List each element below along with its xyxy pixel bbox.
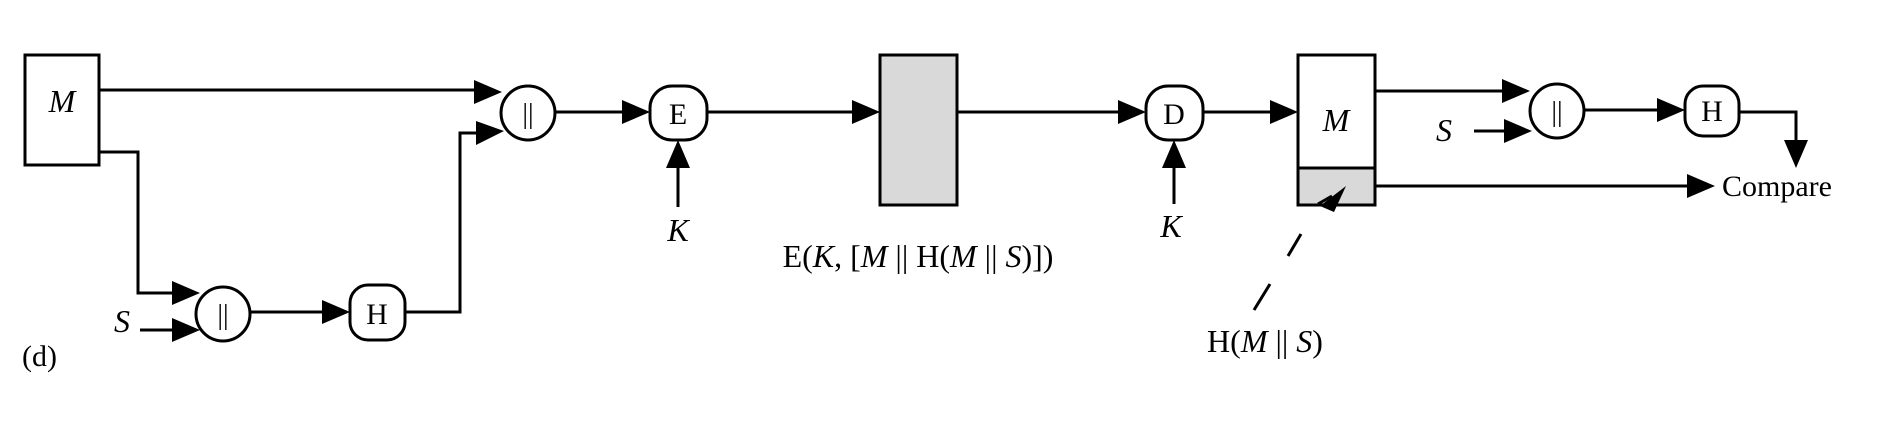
receiver-hash-label: H	[1701, 95, 1723, 128]
compare-label: Compare	[1722, 170, 1832, 203]
encrypt-label: E	[669, 98, 687, 131]
arrow-receiver-s-to-concat	[1504, 119, 1532, 143]
arrow-s-to-concat-bottom	[172, 318, 200, 342]
arrow-receiver-concat-to-hash	[1657, 98, 1685, 122]
hash-callout-leader-lower	[1252, 283, 1272, 311]
receiver-secret-label: S	[1436, 112, 1452, 148]
sender-concat-bottom-label: ||	[217, 300, 228, 331]
arrow-encrypt-to-ciphertext	[852, 100, 880, 124]
wire-receiver-hash-to-compare	[1739, 110, 1798, 148]
arrow-decrypt-to-receiver-box	[1270, 100, 1298, 124]
hash-callout-leader-upper	[1286, 233, 1303, 257]
arrow-hash-field-to-compare	[1687, 174, 1715, 198]
sender-message-box	[23, 53, 101, 167]
arrow-receiver-hash-to-compare	[1784, 140, 1808, 168]
arrow-hash-callout	[1320, 186, 1346, 212]
arrow-concat-top-to-encrypt	[622, 100, 650, 124]
sender-hash-label: H	[366, 298, 388, 331]
wire-m-to-concat-bottom	[99, 150, 180, 295]
sender-message-label: M	[48, 83, 78, 119]
arrow-concat-bottom-to-hash	[322, 300, 350, 324]
receiver-concat-label: ||	[1551, 97, 1562, 128]
decrypt-key-label: K	[1159, 208, 1183, 244]
arrow-hash-to-concat-top	[476, 121, 504, 145]
arrow-m-to-concat-bottom	[172, 281, 200, 305]
arrow-key-to-decrypt	[1162, 140, 1186, 168]
panel-label: (d)	[22, 340, 57, 373]
encrypt-key-label: K	[666, 212, 690, 248]
hash-field-label: H(M || S)	[1207, 323, 1323, 359]
receiver-message-label: M	[1322, 102, 1352, 138]
arrow-ciphertext-to-decrypt	[1118, 100, 1146, 124]
sender-concat-top-label: ||	[522, 99, 533, 130]
arrow-key-to-encrypt	[666, 140, 690, 168]
ciphertext-label: E(K, [M || H(M || S)])	[783, 238, 1054, 274]
sender-concat-bottom-node	[194, 285, 252, 343]
arrow-m-to-concat-top	[474, 80, 502, 104]
sender-secret-label: S	[114, 303, 130, 339]
wire-hash-to-concat-top	[405, 131, 482, 314]
decrypt-label: D	[1163, 98, 1185, 131]
arrow-receiver-m-to-concat	[1502, 79, 1530, 103]
ciphertext-block	[878, 53, 959, 207]
hash-callout-pointer-shaft	[1317, 194, 1333, 206]
